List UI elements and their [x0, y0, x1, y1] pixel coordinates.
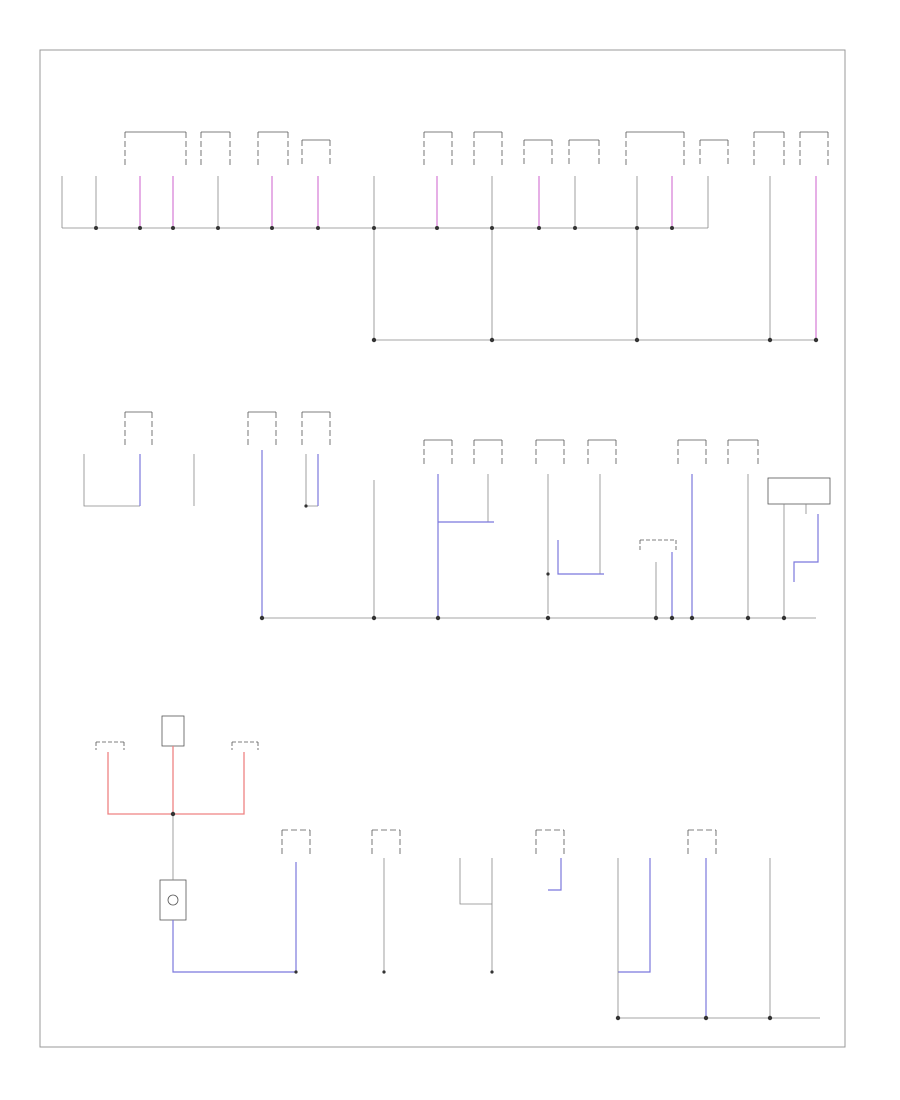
row-1-wires	[61, 176, 816, 341]
row-2-wires	[83, 454, 816, 619]
row-2	[83, 411, 831, 621]
row-1-colored-wires	[139, 176, 817, 340]
row-3-wires	[172, 814, 820, 1019]
row-1-connectors	[124, 131, 829, 166]
row-3-junctions	[170, 811, 773, 1021]
row-3-red-wires	[107, 746, 245, 815]
row-3	[95, 715, 820, 1021]
row-3-blue-wires	[172, 858, 707, 1018]
row-2-colored-wires	[139, 450, 819, 618]
diagram-frame	[39, 49, 846, 1048]
row-2-junctions	[259, 504, 787, 621]
row-3-connectors	[95, 715, 717, 921]
row-2-connectors	[124, 411, 831, 550]
row-1	[61, 131, 829, 343]
row-1-junctions	[94, 226, 819, 343]
